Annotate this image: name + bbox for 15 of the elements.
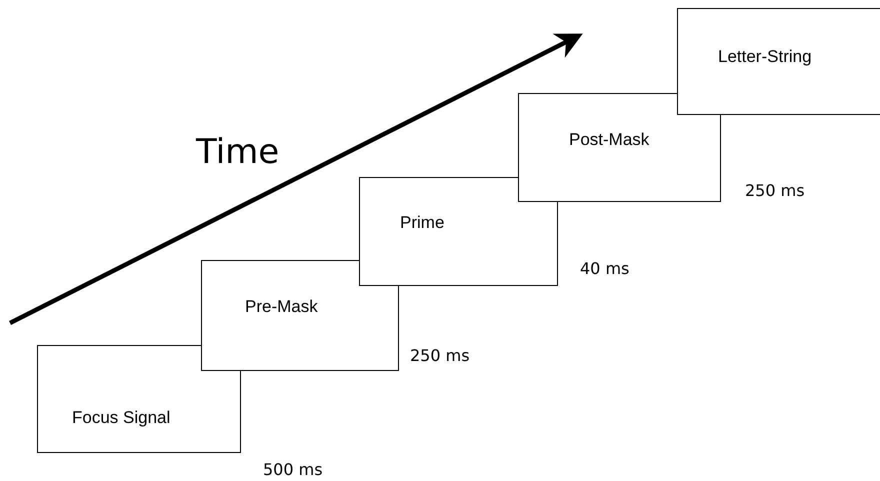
duration-label: 40 ms (580, 259, 630, 278)
stage-box (359, 177, 558, 286)
stage-label: Prime (400, 213, 444, 233)
axis-label: Time (196, 132, 280, 172)
stage-box (518, 93, 721, 202)
stage-box (201, 260, 399, 371)
duration-label: 500 ms (263, 460, 323, 479)
stage-box (37, 345, 241, 453)
stage-label: Pre-Mask (245, 297, 318, 317)
stage-box (677, 8, 880, 115)
stage-label: Focus Signal (72, 408, 170, 428)
stage-label: Post-Mask (569, 130, 650, 150)
stage-label: Letter-String (718, 47, 812, 67)
duration-label: 250 ms (410, 346, 470, 365)
duration-label: 250 ms (745, 181, 805, 200)
